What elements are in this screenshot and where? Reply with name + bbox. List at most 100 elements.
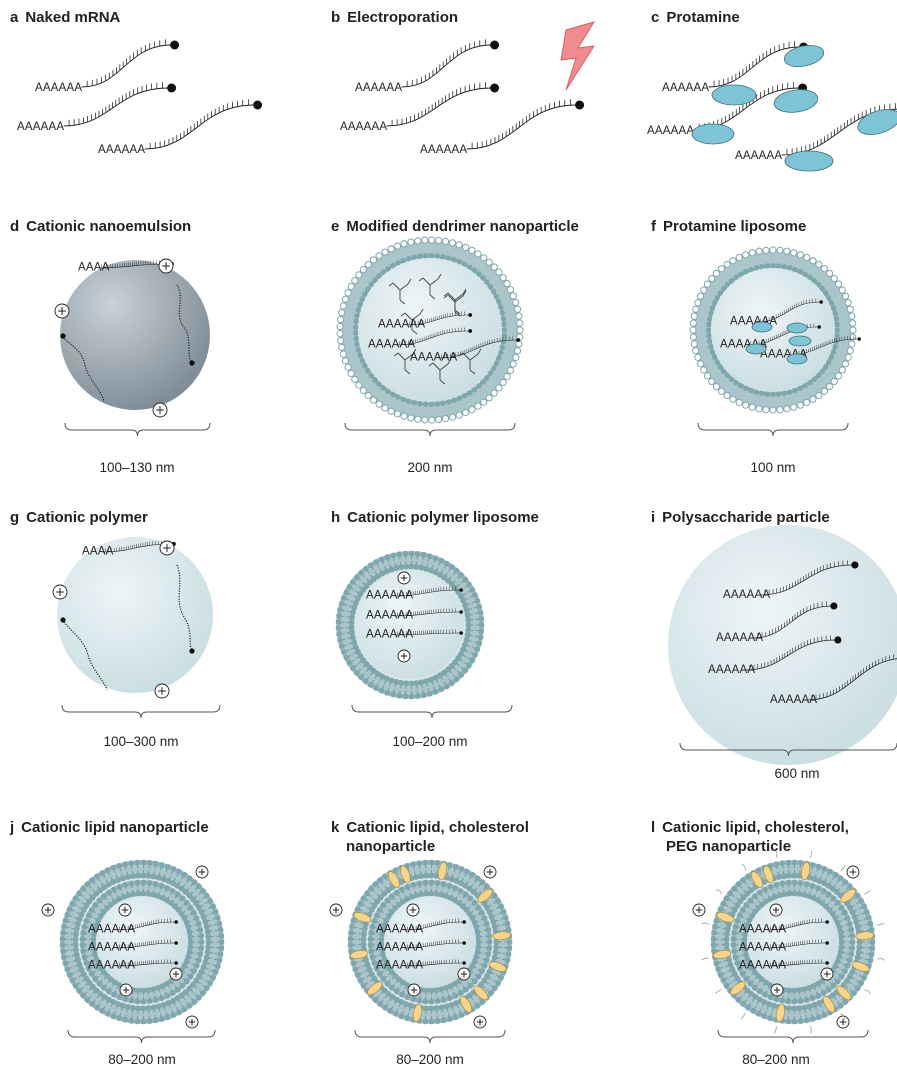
lipid-head — [363, 678, 369, 684]
lipid-head — [777, 893, 783, 899]
lipid-head — [826, 383, 832, 389]
lipid-head — [349, 630, 355, 636]
lipid-head — [487, 939, 493, 945]
lipid-head — [368, 942, 374, 948]
lipid-head — [730, 396, 736, 402]
poly-a-tail: AAAAAA — [17, 121, 64, 133]
lipid-head — [86, 912, 92, 918]
lipid-head — [506, 945, 512, 951]
lipid-head — [449, 1002, 455, 1008]
mrna-cap-icon — [462, 920, 466, 924]
polymer-particle — [57, 537, 213, 693]
lipid-head — [779, 860, 785, 866]
lipid-head — [200, 888, 206, 894]
lipid-head — [752, 985, 758, 991]
lipid-head — [349, 924, 355, 930]
lipid-head — [110, 1013, 116, 1019]
lipid-head — [390, 692, 396, 698]
lipid-head — [374, 912, 380, 918]
lipid-head — [847, 306, 853, 312]
lipid-head — [441, 997, 447, 1003]
lipid-head — [85, 997, 91, 1003]
lipid-head — [339, 601, 345, 607]
lipid-head — [810, 995, 816, 1001]
lipid-head — [743, 402, 749, 408]
lipid-head — [845, 300, 851, 306]
protamine-blob — [692, 124, 734, 144]
lipid-head — [763, 247, 769, 253]
lipid-head — [475, 944, 481, 950]
lipid-head — [433, 987, 439, 993]
lipid-head — [370, 924, 376, 930]
lipid-head — [709, 378, 715, 384]
plus-charge-icon — [847, 866, 859, 878]
lipid-head — [433, 689, 439, 695]
lipid-head — [513, 354, 519, 360]
lipid-head — [498, 975, 504, 981]
lipid-head — [462, 577, 468, 583]
lipid-head — [724, 937, 730, 943]
lipid-head — [73, 983, 79, 989]
lipid-head — [514, 348, 520, 354]
lipid-head — [690, 320, 696, 326]
lipid-head — [750, 1008, 756, 1014]
mrna-strand: AAAAAA — [35, 39, 179, 94]
lipid-head — [376, 253, 382, 259]
size-brace — [345, 423, 515, 436]
lipid-head — [736, 399, 742, 405]
lipid-head — [507, 367, 513, 373]
lipid-head — [351, 639, 357, 645]
lipid-head — [849, 945, 855, 951]
lipid-head — [835, 281, 841, 287]
lipid-head — [165, 1014, 171, 1020]
lipid-head — [855, 924, 861, 930]
mrna-cap-icon — [189, 648, 194, 653]
mrna-cap-icon — [459, 610, 463, 614]
lipid-head — [804, 881, 810, 887]
lipid-head — [855, 893, 861, 899]
lipid-head — [791, 891, 797, 897]
lipid-head — [486, 395, 492, 401]
lipid-head — [336, 619, 342, 625]
lipid-head — [870, 939, 876, 945]
lipid-head — [807, 1003, 813, 1009]
lipid-head — [140, 891, 146, 897]
plus-charge-icon — [153, 403, 167, 417]
lipid-head — [456, 412, 462, 418]
lipid-head — [449, 240, 455, 246]
lipid-head — [191, 879, 197, 885]
lipid-head — [435, 860, 441, 866]
lipid-head — [752, 893, 758, 899]
lipid-head — [798, 860, 804, 866]
mrna-cap-icon — [490, 84, 499, 93]
lipid-head — [768, 884, 774, 890]
lipid-head — [336, 631, 342, 637]
mrna-cap-icon — [819, 300, 822, 303]
protamine-blob — [789, 336, 811, 346]
lipid-head — [393, 565, 399, 571]
lipid-head — [362, 926, 368, 932]
lipid-head — [64, 966, 70, 972]
lipid-head — [403, 680, 409, 686]
lipid-head — [429, 880, 435, 886]
lipid-head — [458, 572, 464, 578]
lipid-head — [338, 316, 344, 322]
lipid-head — [357, 978, 363, 984]
lipid-head — [135, 998, 141, 1004]
lipid-head — [180, 895, 186, 901]
lipid-head — [398, 564, 404, 570]
lipid-head — [188, 974, 194, 980]
mrna-bases — [392, 82, 485, 126]
lipid-head — [134, 1018, 140, 1024]
lipid-head — [429, 860, 435, 866]
lipid-head — [459, 1012, 465, 1018]
lipid-head — [726, 957, 732, 963]
lipid-head — [111, 887, 117, 893]
lipid-head — [422, 237, 428, 243]
lipid-head — [858, 898, 864, 904]
lipid-head — [453, 864, 459, 870]
lipid-head — [476, 939, 482, 945]
lipid-head — [80, 936, 86, 942]
lipid-head — [170, 990, 176, 996]
lipid-head — [496, 269, 502, 275]
